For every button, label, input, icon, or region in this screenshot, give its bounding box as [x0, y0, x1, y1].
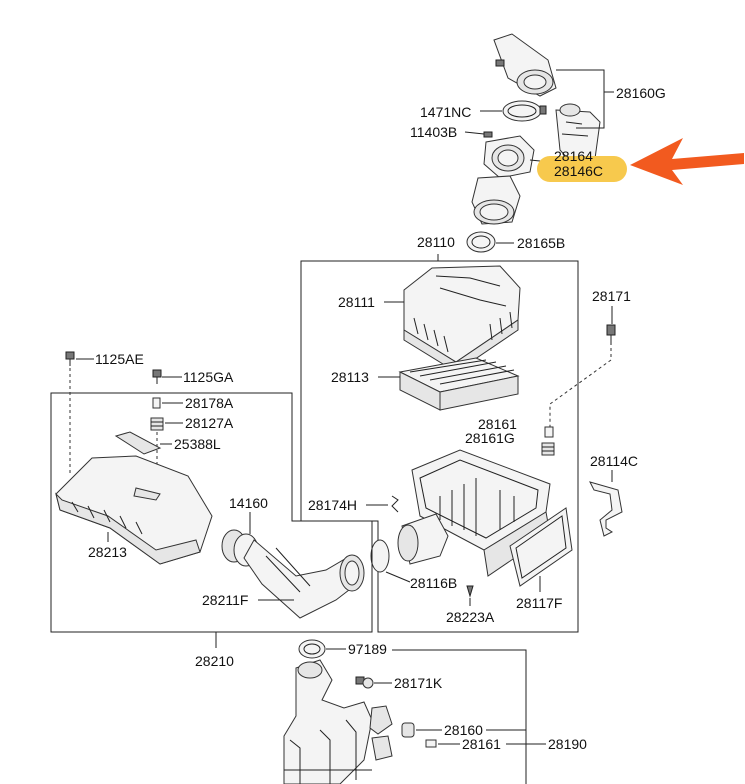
cap-97189	[298, 639, 326, 659]
highlight-badge	[537, 156, 627, 182]
label-28110: 28110	[417, 234, 455, 250]
leader-11403B	[464, 131, 485, 135]
label-28171K: 28171K	[394, 675, 443, 691]
label-28113: 28113	[331, 369, 369, 385]
label-28160G: 28160G	[616, 85, 666, 101]
cleaner-cover-28111	[403, 265, 521, 373]
label-28161-lower: 28161	[462, 736, 501, 752]
label-28174H: 28174H	[308, 497, 357, 513]
maf-sensor-28164	[483, 135, 535, 179]
bolt-1125GA	[152, 369, 162, 384]
grommet-28160	[401, 722, 415, 738]
gasket-28117F	[509, 507, 573, 587]
label-1471NC: 1471NC	[420, 104, 471, 120]
label-28117F: 28117F	[516, 595, 562, 611]
adapter-28146C	[471, 175, 521, 225]
label-28127A: 28127A	[185, 415, 234, 431]
frame-28190	[392, 649, 527, 784]
seal-28165B	[466, 231, 496, 253]
label-11403B: 11403B	[410, 124, 457, 140]
leader-28116B	[385, 571, 411, 583]
maf-sensor-assembly	[493, 33, 601, 171]
grommet-28161G	[541, 442, 555, 456]
label-28161G: 28161G	[465, 430, 515, 446]
resonator-body-28190	[283, 659, 393, 784]
frame-28110	[300, 254, 579, 633]
screw-11403B	[483, 131, 493, 138]
label-28111: 28111	[338, 294, 375, 310]
label-28160: 28160	[444, 722, 483, 738]
label-28213: 28213	[88, 544, 127, 560]
label-28223A: 28223A	[446, 609, 495, 625]
grommet-28127A	[150, 417, 164, 431]
pin-28223A	[466, 585, 474, 598]
label-28190: 28190	[548, 736, 587, 752]
label-1125AE: 1125AE	[95, 351, 144, 367]
label-28178A: 28178A	[185, 395, 234, 411]
label-28171: 28171	[592, 288, 631, 304]
washer-28178A	[152, 397, 161, 409]
label-28146C: 28146C	[554, 163, 603, 179]
bracket-28114C	[589, 481, 623, 537]
bush-28161	[544, 426, 554, 438]
label-28161: 28161	[478, 416, 517, 432]
label-1125GA: 1125GA	[183, 369, 234, 385]
label-plate-25388L	[114, 431, 162, 455]
duct-hose-28211F	[243, 539, 365, 619]
bolt-28171K	[355, 676, 374, 689]
resonator-28116B	[370, 513, 449, 573]
pointer-arrow	[630, 138, 744, 185]
frame-28210	[50, 392, 373, 633]
bolt-1125AE	[65, 351, 75, 366]
label-28164: 28164	[554, 148, 593, 164]
label-28211F: 28211F	[202, 592, 248, 608]
label-28165B: 28165B	[517, 235, 565, 251]
duct-28213	[55, 455, 213, 565]
label-14160: 14160	[229, 495, 268, 511]
bolt-28171	[606, 324, 616, 345]
label-28114C: 28114C	[590, 453, 638, 469]
clamp-1471NC	[502, 100, 547, 122]
leader-28160G	[556, 69, 614, 129]
label-28210: 28210	[195, 653, 234, 669]
label-97189: 97189	[348, 641, 387, 657]
bush-28161-lower	[425, 739, 437, 748]
clip-28174H	[391, 495, 399, 513]
dashed-28171	[549, 348, 612, 428]
filter-element-28113	[398, 357, 520, 411]
label-25388L: 25388L	[174, 436, 221, 452]
label-28116B: 28116B	[410, 575, 457, 591]
